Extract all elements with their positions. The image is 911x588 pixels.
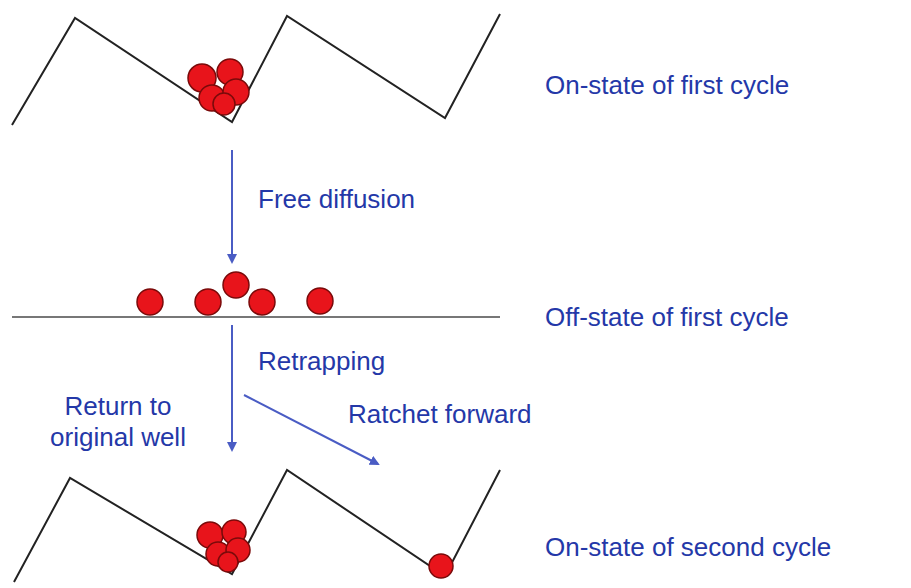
outcome-label: Ratchet forward (348, 399, 532, 430)
state-label: On-state of first cycle (545, 70, 789, 101)
step-label: Free diffusion (258, 184, 415, 215)
diffusing-particles (137, 272, 333, 315)
flow-arrow (231, 150, 233, 262)
sawtooth-potential (14, 470, 500, 582)
flow-arrow (231, 325, 233, 450)
particle-cluster (188, 59, 249, 115)
flat-potential (12, 316, 500, 318)
state-label: Off-state of first cycle (545, 302, 789, 333)
outcome-label: Return to original well (23, 391, 213, 453)
state-label: On-state of second cycle (545, 532, 831, 563)
step-label: Retrapping (258, 346, 385, 377)
sawtooth-potential (12, 14, 500, 125)
particle-cluster (197, 520, 453, 578)
